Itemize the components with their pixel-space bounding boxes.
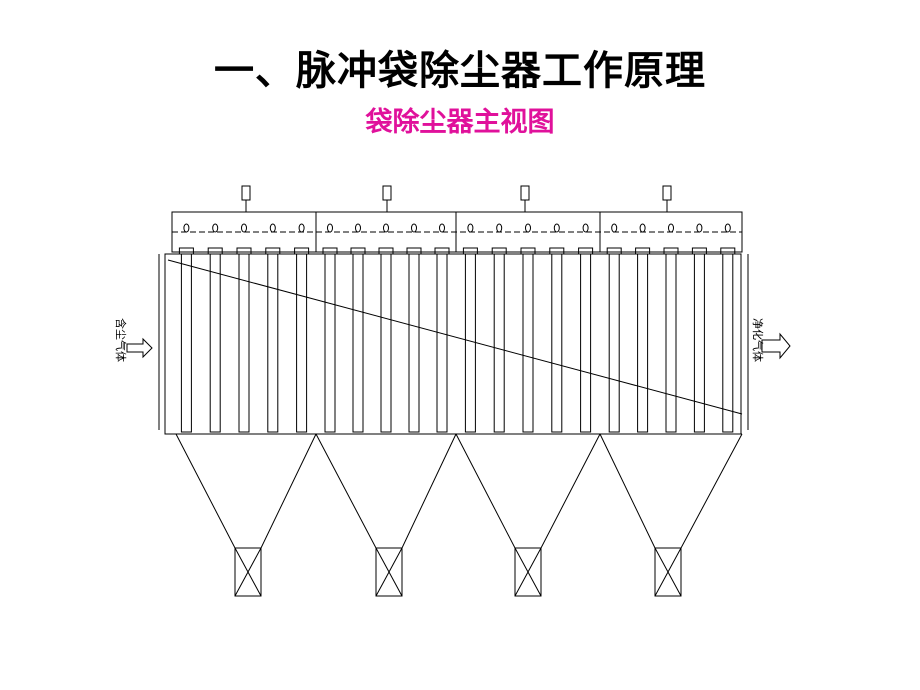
outlet: 净化气体 <box>751 318 791 362</box>
filter-bag <box>436 253 448 433</box>
nozzle <box>668 223 674 233</box>
pulse-valve <box>662 185 672 201</box>
pulse-valve <box>520 185 530 201</box>
filter-bag <box>380 253 392 433</box>
filter-bags <box>178 223 736 433</box>
filter-bag <box>551 253 563 433</box>
diagram-subtitle: 袋除尘器主视图 <box>365 107 555 138</box>
nozzle <box>212 223 219 233</box>
pulse-valves <box>241 185 672 212</box>
diagonal-baffle <box>167 259 743 415</box>
nozzle <box>553 223 560 233</box>
bag-collar <box>491 247 507 255</box>
hopper <box>599 433 743 597</box>
bag-collar <box>406 247 422 255</box>
filter-bag <box>637 253 649 433</box>
nozzle <box>639 223 646 233</box>
discharge-valve-cross <box>654 547 682 597</box>
nozzle <box>582 223 589 233</box>
filter-bag <box>665 253 677 433</box>
nozzle <box>355 223 361 233</box>
filter-bag <box>209 253 221 433</box>
filter-bag <box>352 253 364 433</box>
filter-bag <box>296 253 308 433</box>
nozzle <box>183 223 190 233</box>
inlet: 含尘气体 <box>114 318 153 362</box>
filter-housing <box>164 253 742 435</box>
hopper <box>175 433 317 597</box>
discharge-valve-cross <box>375 547 403 597</box>
nozzle <box>327 223 333 233</box>
filter-bag <box>608 253 620 433</box>
filter-frame <box>158 211 749 435</box>
filter-bag <box>464 253 476 433</box>
filter-bag <box>693 253 705 433</box>
nozzle <box>696 223 703 233</box>
nozzle <box>383 223 389 233</box>
nozzle <box>611 223 618 233</box>
nozzle <box>467 223 474 233</box>
pulse-valve <box>382 185 392 201</box>
hopper <box>455 433 601 597</box>
filter-bag <box>493 253 505 433</box>
inlet-label: 含尘气体 <box>114 318 128 362</box>
bag-collar <box>720 247 736 255</box>
hopper <box>315 433 457 597</box>
bag-collar <box>691 247 707 255</box>
filter-bag <box>180 253 192 433</box>
nozzle <box>525 223 531 233</box>
filter-bag <box>580 253 592 433</box>
filter-bag <box>408 253 420 433</box>
bag-collar <box>207 247 223 255</box>
bag-collar <box>350 247 366 255</box>
bag-collar <box>265 247 281 255</box>
bag-collar <box>236 247 252 255</box>
nozzle <box>724 223 731 233</box>
discharge-valve-cross <box>514 547 542 597</box>
nozzle <box>439 223 445 233</box>
nozzle <box>496 223 503 233</box>
bag-collar <box>294 247 310 255</box>
bag-collar <box>663 247 679 255</box>
page-title: 一、脉冲袋除尘器工作原理 <box>214 48 706 94</box>
filter-bag <box>238 253 250 433</box>
bag-collar <box>549 247 565 255</box>
bag-collar <box>178 247 194 255</box>
bag-collar <box>606 247 622 255</box>
nozzle <box>298 223 305 233</box>
discharge-valve-cross <box>234 547 262 597</box>
filter-bag <box>324 253 336 433</box>
bag-collar <box>434 247 450 255</box>
bag-collar <box>378 247 394 255</box>
outlet-arrow-icon <box>761 332 791 360</box>
pulse-valve <box>241 185 251 201</box>
filter-bag <box>267 253 279 433</box>
bag-collar <box>322 247 338 255</box>
inlet-arrow-icon <box>126 337 153 359</box>
filter-bag <box>522 253 534 433</box>
bag-collar <box>578 247 594 255</box>
bag-collar <box>635 247 651 255</box>
nozzle <box>269 223 276 233</box>
nozzle <box>411 223 417 233</box>
filter-bag <box>722 253 734 433</box>
dust-hoppers <box>175 433 743 597</box>
bag-collar <box>520 247 536 255</box>
nozzle <box>241 223 247 233</box>
bag-collar <box>462 247 478 255</box>
